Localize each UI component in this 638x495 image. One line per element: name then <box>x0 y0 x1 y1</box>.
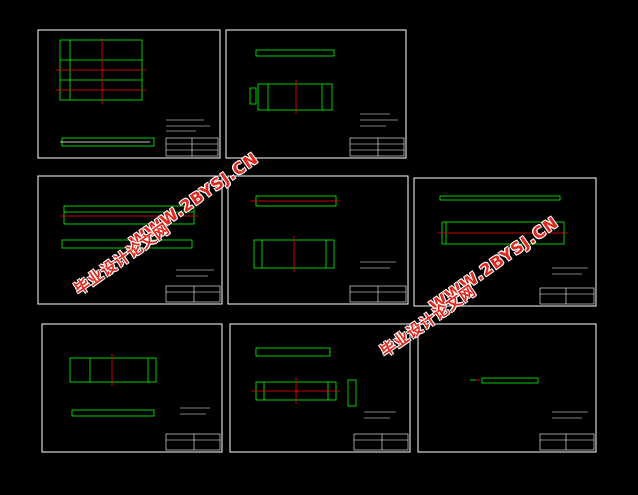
drawing-sheet-6[interactable] <box>41 323 223 453</box>
drawing-sheet-4[interactable] <box>227 175 409 305</box>
sheet-1-notes <box>166 119 210 132</box>
sheet-4-title-block <box>349 285 407 303</box>
sheet-1-title-block <box>165 137 219 157</box>
drawing-sheet-8[interactable] <box>417 323 597 453</box>
drawing-sheet-2[interactable] <box>225 29 407 159</box>
sheet-8-title-block <box>539 433 595 451</box>
sheet-2-part-outline <box>249 49 335 111</box>
sheet-6-title-block <box>165 433 221 451</box>
sheet-7-title-block <box>353 433 409 451</box>
drawing-sheet-5[interactable] <box>413 177 597 307</box>
sheet-8-notes <box>552 411 588 419</box>
drawing-sheet-7[interactable] <box>229 323 411 453</box>
sheet-7-centerlines <box>252 378 340 404</box>
sheet-5-title-block <box>539 287 595 305</box>
drawing-sheet-1[interactable] <box>37 29 221 159</box>
sheet-3-notes <box>176 269 214 277</box>
sheet-8-part-outline <box>470 377 539 384</box>
sheet-3-part-outline <box>61 205 195 249</box>
sheet-7-notes <box>364 411 396 419</box>
sheet-4-centerlines <box>250 200 340 272</box>
drawing-sheet-3[interactable] <box>37 175 223 305</box>
sheet-6-notes <box>180 407 210 415</box>
sheet-5-notes <box>552 267 588 275</box>
sheet-6-part-outline <box>69 357 157 417</box>
sheet-2-notes <box>360 113 398 127</box>
sheet-1-centerlines <box>56 38 146 104</box>
sheet-3-title-block <box>165 285 221 303</box>
sheet-2-title-block <box>349 137 405 157</box>
sheet-4-notes <box>360 261 396 269</box>
